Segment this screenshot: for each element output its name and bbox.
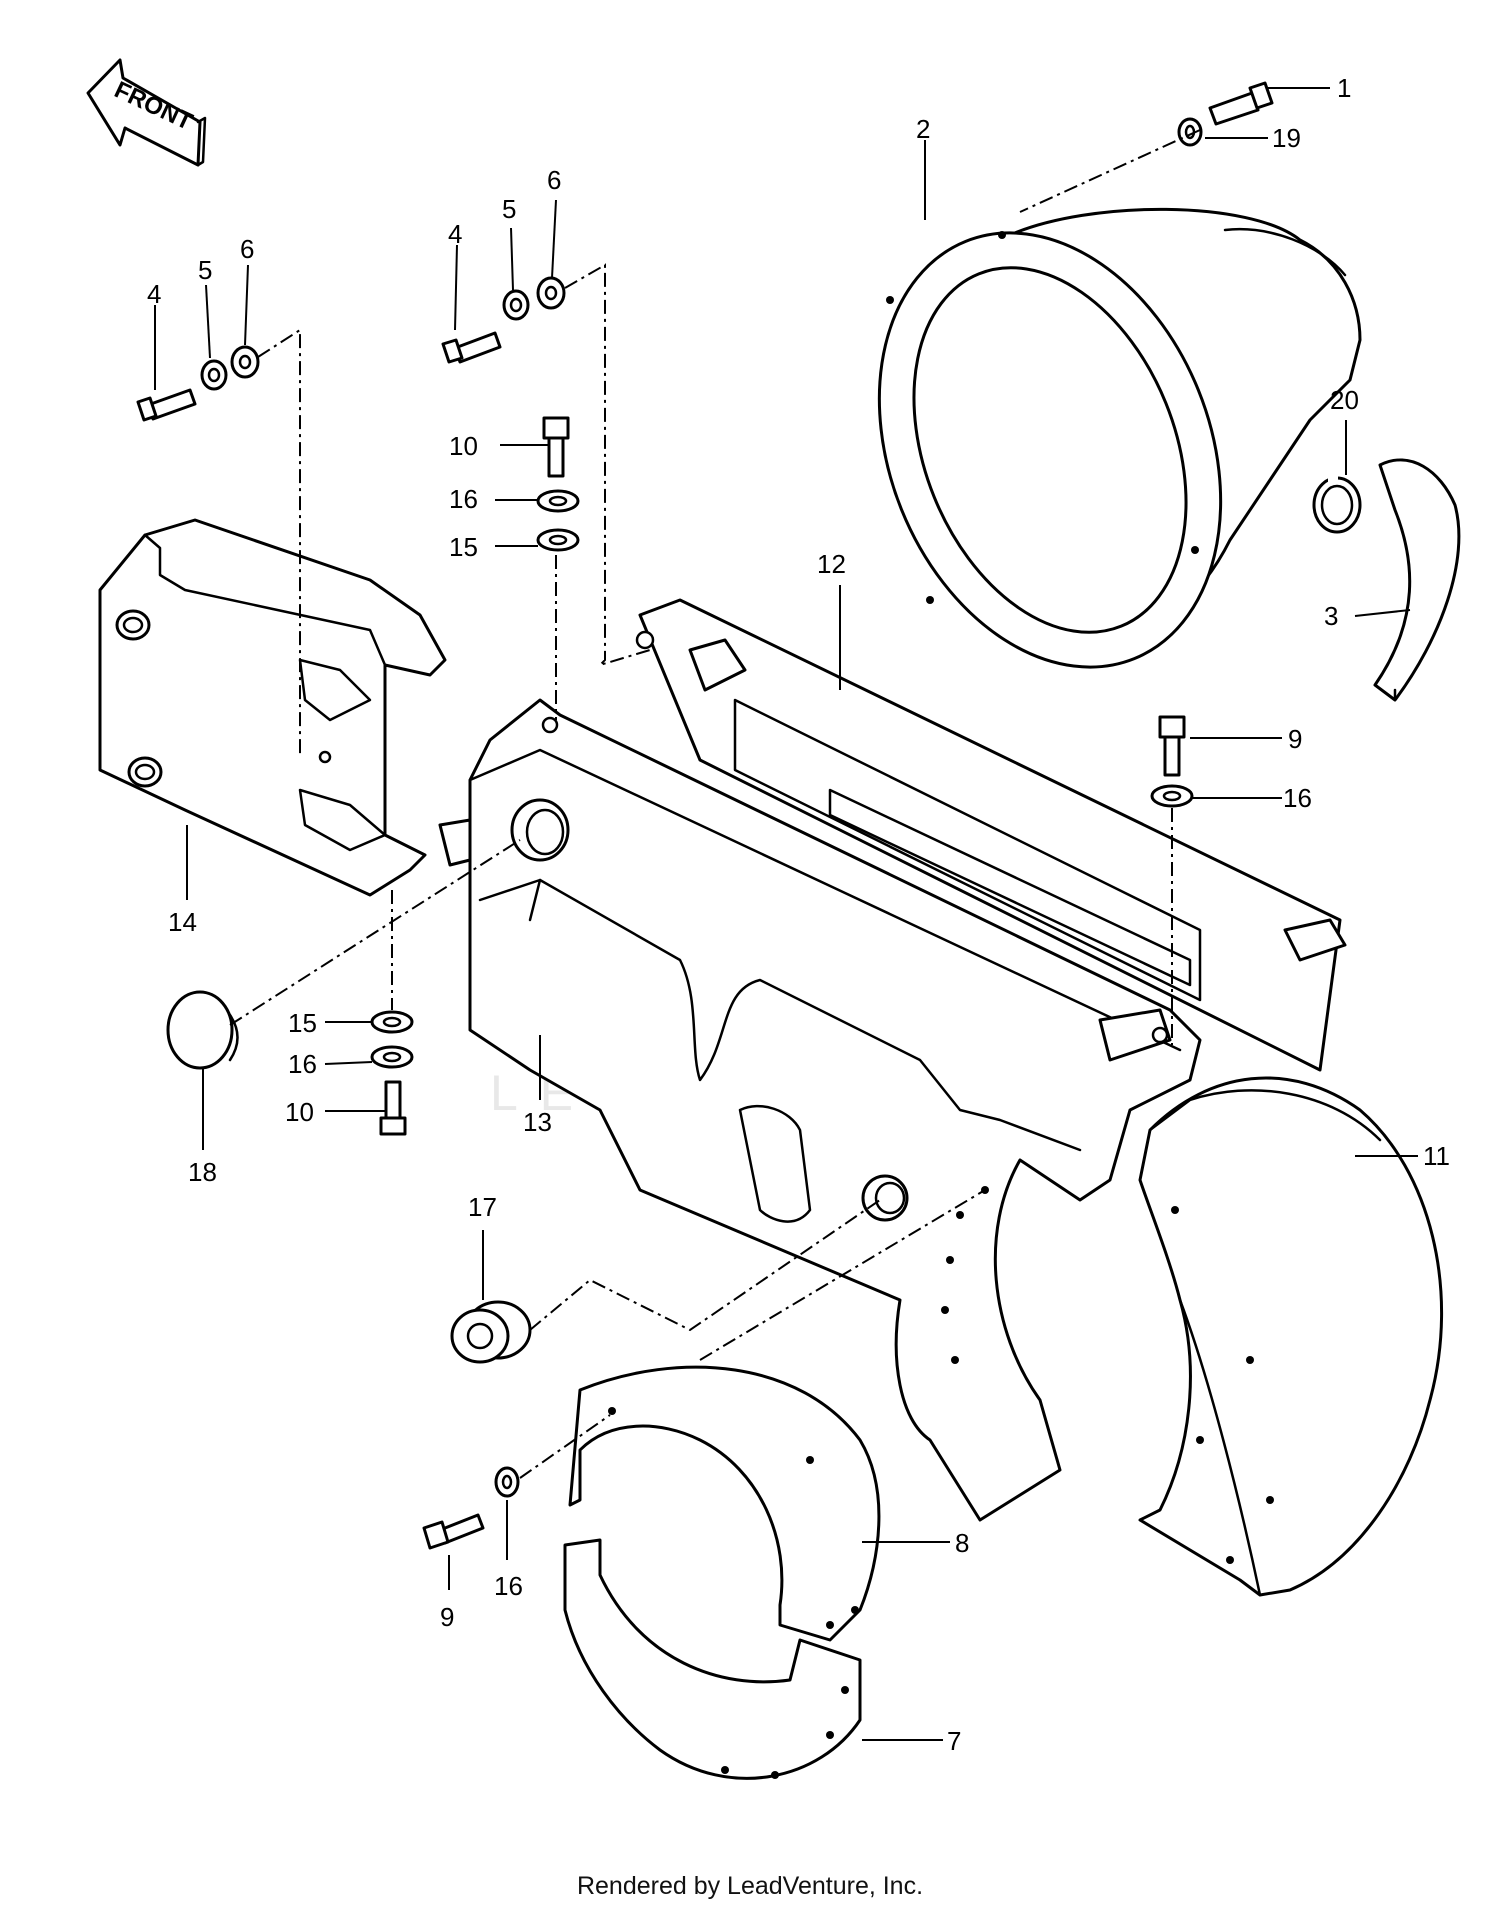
part-14-side-plate	[98, 518, 447, 897]
callout-6-middle: 6	[547, 165, 561, 195]
callout-3: 3	[1324, 601, 1338, 631]
callout-5-middle: 5	[502, 194, 516, 224]
part-5-lock-washer-left	[200, 359, 228, 391]
leader-lines	[154, 87, 1418, 1741]
part-2-bell-housing	[877, 207, 1362, 669]
callout-9-lower: 9	[440, 1602, 454, 1632]
part-9-bolt-upper	[1158, 715, 1186, 777]
callout-10-upper: 10	[449, 431, 478, 461]
part-16-lock-washer-bottom	[494, 1466, 520, 1498]
part-6-washer-middle	[536, 276, 566, 310]
part-8-half-cover	[568, 1365, 881, 1642]
callout-11: 11	[1423, 1141, 1450, 1171]
callout-16-right: 16	[1283, 783, 1312, 813]
callout-16-lower: 16	[288, 1049, 317, 1079]
part-6-washer-left	[230, 345, 260, 379]
callout-9-upper: 9	[1288, 724, 1302, 754]
assembly-lines	[229, 129, 1201, 1479]
callout-10-lower: 10	[285, 1097, 314, 1127]
part-10-bolt-lower	[379, 1080, 407, 1136]
part-13-belt-case	[438, 698, 1202, 1522]
part-3-cover-strip	[1373, 458, 1461, 702]
callout-15-lower: 15	[288, 1008, 317, 1038]
part-16-lock-washer-upper	[536, 489, 580, 513]
callout-17: 17	[468, 1192, 497, 1222]
callout-7: 7	[947, 1726, 961, 1756]
callout-15-upper: 15	[449, 532, 478, 562]
part-15-washer-upper	[536, 528, 580, 552]
part-15-washer-lower	[370, 1010, 414, 1034]
callout-4-middle: 4	[448, 219, 462, 249]
part-7-seal	[563, 1538, 862, 1780]
part-9-bolt-lower	[422, 1513, 485, 1550]
part-11-outer-cover	[1138, 1076, 1444, 1597]
callout-16-upper: 16	[449, 484, 478, 514]
callout-labels: 1 19 2 20 3 4 5 6 4 5 6 10 16 15 12 9 16…	[147, 73, 1450, 1756]
part-10-bolt-upper	[542, 416, 570, 478]
part-1-bolt	[1208, 81, 1274, 126]
callout-4-left: 4	[147, 279, 161, 309]
part-5-lock-washer-middle	[502, 289, 530, 321]
part-11-cover-flange-holes	[941, 1186, 989, 1364]
footer-credit: Rendered by LeadVenture, Inc.	[576, 1872, 924, 1900]
part-12-back-plate	[635, 598, 1347, 1072]
callout-18: 18	[188, 1157, 217, 1187]
callout-13: 13	[523, 1107, 552, 1137]
part-4-screw-middle	[441, 331, 502, 364]
callout-14: 14	[168, 907, 197, 937]
callout-2: 2	[916, 114, 930, 144]
part-17-grommet	[450, 1300, 532, 1364]
callout-5-left: 5	[198, 255, 212, 285]
part-4-screw-left	[136, 388, 197, 422]
callout-16-bottom: 16	[494, 1571, 523, 1601]
part-18-plug	[166, 990, 239, 1070]
part-20-circlip	[1312, 474, 1362, 534]
part-19-lock-washer	[1177, 117, 1203, 147]
callout-20: 20	[1330, 385, 1359, 415]
callout-1: 1	[1337, 73, 1351, 103]
callout-8: 8	[955, 1528, 969, 1558]
part-16-lock-washer-right	[1150, 784, 1194, 808]
front-direction-arrow: FRONT	[86, 58, 207, 167]
callout-12: 12	[817, 549, 846, 579]
part-16-lock-washer-lower	[370, 1045, 414, 1069]
callout-6-left: 6	[240, 234, 254, 264]
callout-19: 19	[1272, 123, 1301, 153]
